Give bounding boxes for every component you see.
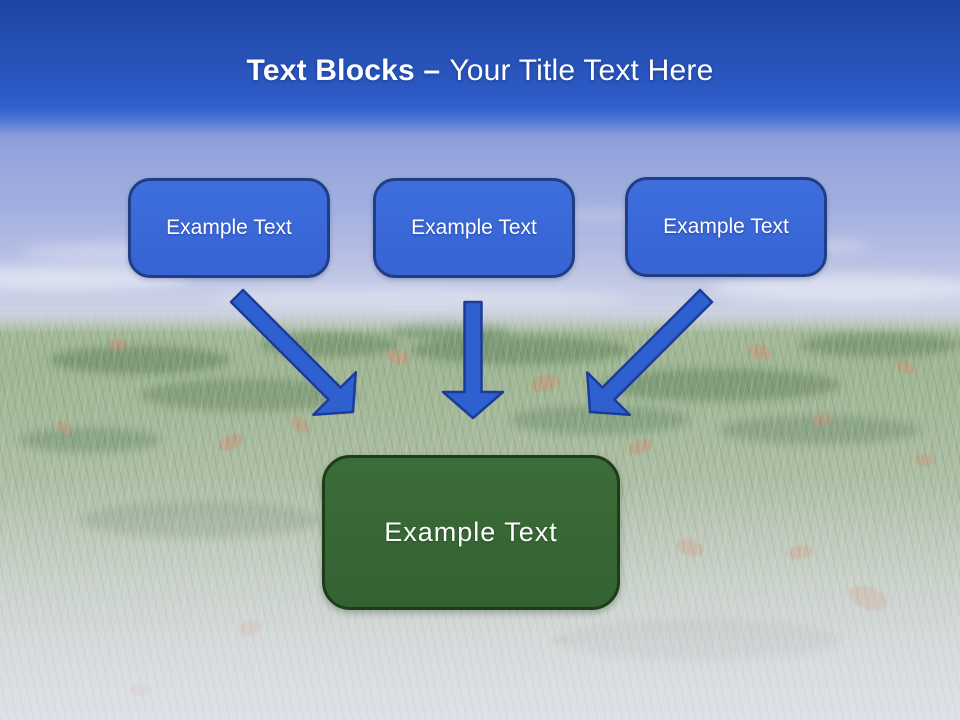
text-block-1: Example Text: [128, 178, 330, 278]
arrow-down-right-icon: [229, 288, 358, 417]
arrow-down-icon: [441, 300, 505, 420]
text-block-1-label: Example Text: [166, 216, 292, 239]
slide-title-regular: Your Title Text Here: [449, 54, 714, 87]
slide-title: Text Blocks –Your Title Text Here: [0, 54, 960, 88]
arrow-down-left-icon: [585, 288, 714, 417]
slide-title-bold: Text Blocks –: [246, 54, 441, 87]
result-block-label: Example Text: [384, 517, 558, 547]
text-block-3-label: Example Text: [663, 215, 789, 238]
text-block-2: Example Text: [373, 178, 575, 278]
text-block-2-label: Example Text: [411, 216, 537, 239]
text-block-3: Example Text: [625, 177, 827, 277]
result-block: Example Text: [322, 455, 620, 610]
